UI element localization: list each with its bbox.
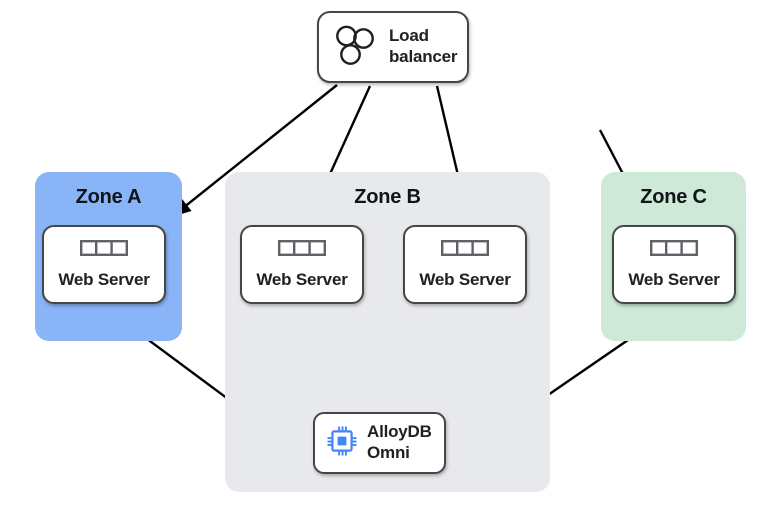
web-server-node-zone-a[interactable]: Web Server xyxy=(42,225,166,304)
load-balancer-label: Load balancer xyxy=(389,26,458,66)
cpu-chip-icon xyxy=(327,426,357,461)
web-server-node-zone-b-1[interactable]: Web Server xyxy=(240,225,364,304)
web-server-label: Web Server xyxy=(58,269,150,289)
web-server-label: Web Server xyxy=(628,269,720,289)
alloydb-omni-node[interactable]: AlloyDB Omni xyxy=(313,412,446,474)
server-rack-icon xyxy=(80,239,128,261)
web-server-label: Web Server xyxy=(256,269,348,289)
load-balancer-node[interactable]: Load balancer xyxy=(317,11,469,83)
load-balancer-circles-icon xyxy=(333,23,377,72)
web-server-node-zone-b-2[interactable]: Web Server xyxy=(403,225,527,304)
web-server-node-zone-c[interactable]: Web Server xyxy=(612,225,736,304)
alloydb-omni-label: AlloyDB Omni xyxy=(367,422,432,462)
server-rack-icon xyxy=(441,239,489,261)
zone-b-title: Zone B xyxy=(354,186,421,208)
zone-a-title: Zone A xyxy=(75,186,142,208)
zone-c-title: Zone C xyxy=(640,186,707,208)
server-rack-icon xyxy=(278,239,326,261)
web-server-label: Web Server xyxy=(419,269,511,289)
server-rack-icon xyxy=(650,239,698,261)
